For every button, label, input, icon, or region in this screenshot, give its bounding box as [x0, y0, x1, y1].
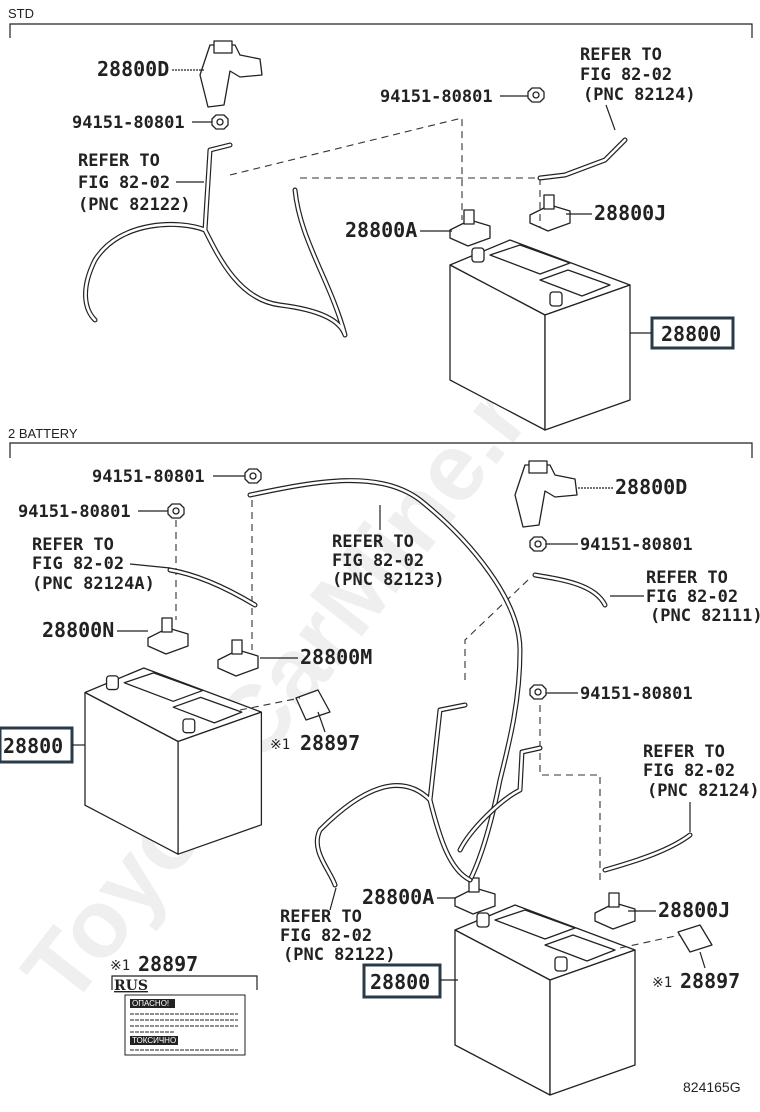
rus-label-detail: ※1 28897 RUS ОПАСНО! ТОКСИЧНО — [110, 952, 258, 1056]
part-label-28800j[interactable]: 28800J — [658, 898, 730, 922]
section-title-2-battery: 2 BATTERY — [8, 426, 78, 441]
part-label-28800d[interactable]: 28800D — [97, 57, 169, 81]
ref-line-1: REFER TO — [78, 151, 160, 171]
part-label-28800d[interactable]: 28800D — [615, 475, 687, 499]
ref-link-fig-82-02[interactable]: FIG 82-02 — [643, 761, 735, 781]
std-diagram: 28800D 94151-80801 REFER TO FIG 82-02 (P… — [72, 40, 735, 431]
ref-line-1: REFER TO — [643, 742, 725, 762]
diagram-id: 824165G — [683, 1079, 741, 1095]
ref-link-fig-82-02[interactable]: FIG 82-02 — [280, 926, 372, 946]
part-label-94151-80801[interactable]: 94151-80801 — [580, 535, 693, 555]
part-label-28800-battery[interactable]: 28800 — [661, 322, 721, 346]
ref-pnc: (PNC 82122) — [283, 945, 396, 965]
nut-icon — [244, 468, 262, 484]
note-mark: ※1 — [110, 958, 130, 974]
section-title-std: STD — [8, 6, 34, 21]
two-battery-diagram: 94151-80801 94151-80801 REFER TO FIG 82-… — [0, 460, 760, 1096]
terminal-clamp-28800a — [454, 877, 496, 915]
battery-right — [454, 904, 636, 1096]
caution-label-28897 — [295, 689, 331, 721]
part-label-94151-80801[interactable]: 94151-80801 — [72, 113, 185, 133]
part-label-28800m[interactable]: 28800M — [300, 645, 372, 669]
part-label-28897[interactable]: 28897 — [138, 952, 198, 976]
terminal-clamp-28800n — [147, 617, 189, 655]
note-mark: ※1 — [270, 737, 290, 753]
section-bracket-2-battery — [9, 442, 753, 458]
nut-icon — [527, 87, 545, 103]
label-warning-1: ОПАСНО! — [132, 999, 169, 1008]
ref-pnc: (PNC 82124) — [583, 85, 696, 105]
part-label-94151-80801[interactable]: 94151-80801 — [580, 684, 693, 704]
part-label-94151-80801[interactable]: 94151-80801 — [92, 467, 205, 487]
ref-pnc: (PNC 82111) — [650, 606, 760, 626]
nut-icon — [529, 536, 547, 552]
part-label-28800-battery[interactable]: 28800 — [370, 970, 430, 994]
ref-line-1: REFER TO — [580, 45, 662, 65]
terminal-cover-28800d — [514, 460, 578, 528]
nut-icon — [211, 114, 229, 130]
part-label-28800n[interactable]: 28800N — [42, 618, 114, 642]
ref-link-fig-82-02[interactable]: FIG 82-02 — [332, 551, 424, 571]
label-warning-2: ТОКСИЧНО — [132, 1036, 176, 1045]
note-mark: ※1 — [652, 975, 672, 991]
ref-pnc: (PNC 82122) — [78, 195, 191, 215]
ref-line-1: REFER TO — [646, 568, 728, 588]
ref-line-1: REFER TO — [332, 532, 414, 552]
ref-line-1: REFER TO — [280, 907, 362, 927]
part-label-28897[interactable]: 28897 — [300, 731, 360, 755]
ref-link-fig-82-02[interactable]: FIG 82-02 — [646, 587, 738, 607]
terminal-clamp-28800j — [529, 194, 571, 232]
ref-pnc: (PNC 82124) — [647, 781, 760, 801]
section-bracket-std — [9, 23, 753, 38]
part-label-94151-80801[interactable]: 94151-80801 — [380, 87, 493, 107]
region-label-rus: RUS — [114, 978, 148, 994]
ref-line-1: REFER TO — [32, 535, 114, 555]
part-label-28897[interactable]: 28897 — [680, 969, 740, 993]
ref-pnc: (PNC 82124A) — [32, 574, 155, 594]
caution-label-28897 — [677, 924, 713, 953]
ref-link-fig-82-02[interactable]: FIG 82-02 — [78, 173, 170, 193]
terminal-cover-28800d — [199, 40, 263, 108]
ref-pnc: (PNC 82123) — [332, 570, 445, 590]
part-label-28800a[interactable]: 28800A — [362, 885, 434, 909]
part-label-28800j[interactable]: 28800J — [594, 201, 666, 225]
part-label-28800a[interactable]: 28800A — [345, 218, 417, 242]
nut-icon — [529, 684, 547, 700]
ref-link-fig-82-02[interactable]: FIG 82-02 — [580, 65, 672, 85]
nut-icon — [167, 503, 185, 519]
battery-callout-box — [362, 963, 442, 999]
terminal-clamp-28800a — [449, 209, 491, 247]
part-label-94151-80801[interactable]: 94151-80801 — [18, 502, 131, 522]
ref-link-fig-82-02[interactable]: FIG 82-02 — [32, 554, 124, 574]
part-label-28800-battery[interactable]: 28800 — [3, 734, 63, 758]
